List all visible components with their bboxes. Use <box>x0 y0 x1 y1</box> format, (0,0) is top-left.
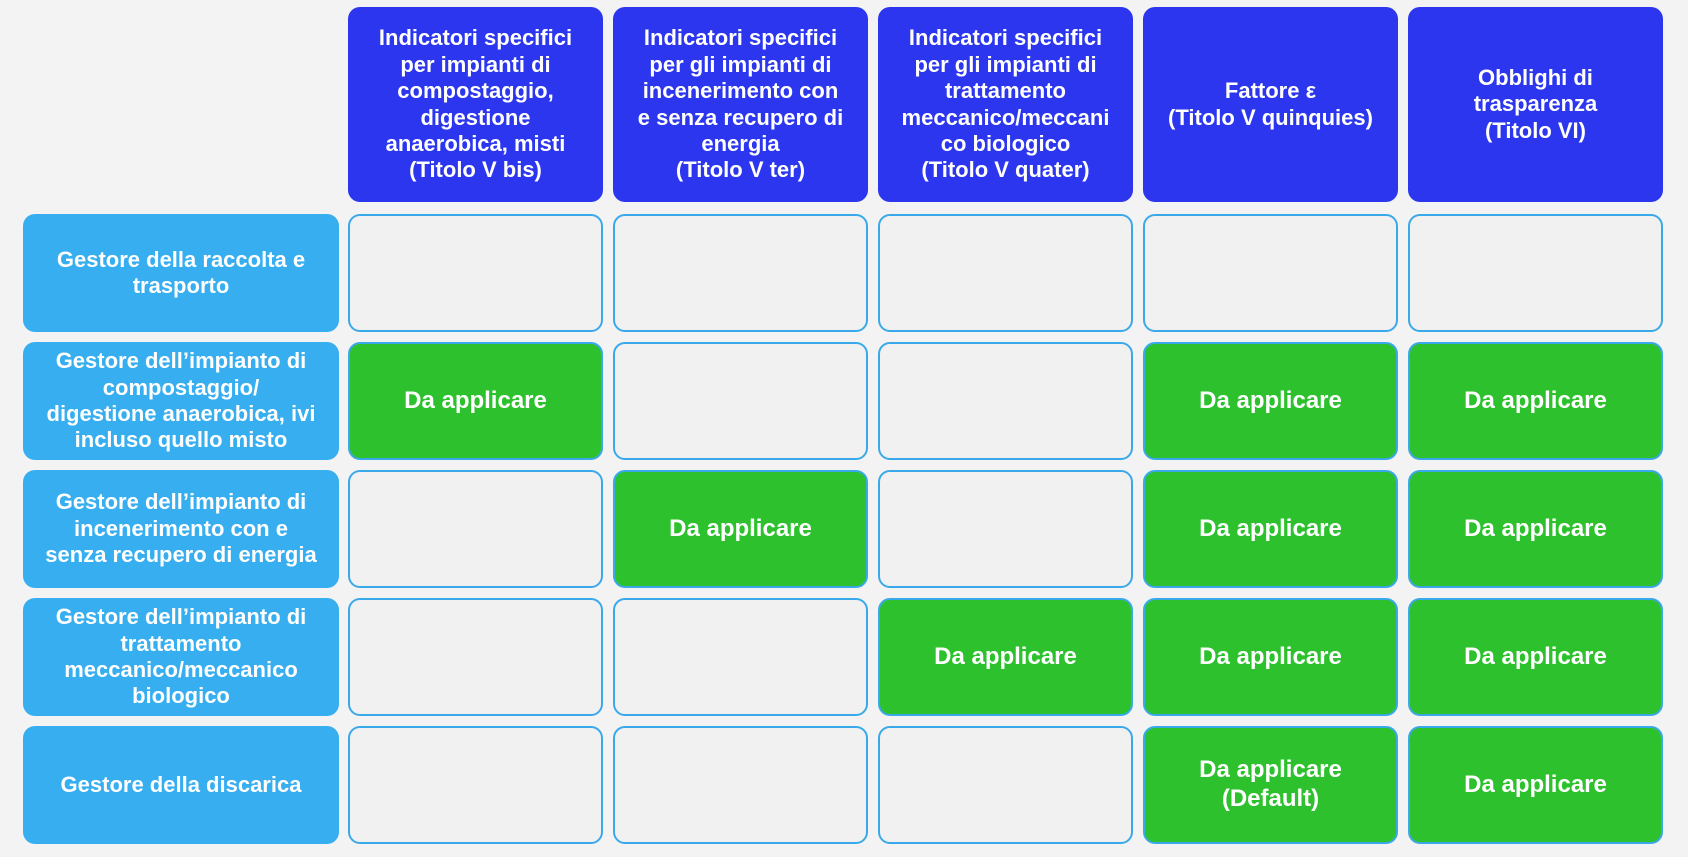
matrix-cell <box>1143 214 1398 332</box>
row-header-trattamento-meccanico: Gestore dell’impianto di trattamento mec… <box>23 598 339 716</box>
matrix-cell <box>1408 214 1663 332</box>
matrix-cell-applicable: Da applicare <box>878 598 1133 716</box>
matrix-cell <box>878 470 1133 588</box>
row-header-raccolta-trasporto: Gestore della raccolta e trasporto <box>23 214 339 332</box>
matrix-cell-applicable: Da applicare <box>1408 470 1663 588</box>
matrix-cell-applicable: Da applicare <box>1143 598 1398 716</box>
matrix-cell-applicable: Da applicare <box>613 470 868 588</box>
row-header-compostaggio: Gestore dell’impianto di compostaggio/ d… <box>23 342 339 460</box>
matrix-cell <box>878 726 1133 844</box>
matrix-cell-applicable: Da applicare <box>1408 598 1663 716</box>
matrix-cell <box>348 470 603 588</box>
row-header-discarica: Gestore della discarica <box>23 726 339 844</box>
matrix-cell-applicable: Da applicare <box>1143 470 1398 588</box>
matrix-cell <box>613 726 868 844</box>
matrix-cell-applicable: Da applicare (Default) <box>1143 726 1398 844</box>
matrix-cell <box>878 342 1133 460</box>
matrix-cell <box>613 598 868 716</box>
column-header-titolo-v-quater: Indicatori specifici per gli impianti di… <box>878 7 1133 202</box>
matrix-cell <box>348 598 603 716</box>
matrix-cell-applicable: Da applicare <box>1143 342 1398 460</box>
matrix-cell <box>613 342 868 460</box>
row-header-incenerimento: Gestore dell’impianto di incenerimento c… <box>23 470 339 588</box>
matrix-cell-applicable: Da applicare <box>1408 342 1663 460</box>
matrix-cell-applicable: Da applicare <box>1408 726 1663 844</box>
column-header-titolo-v-ter: Indicatori specifici per gli impianti di… <box>613 7 868 202</box>
column-header-titolo-v-quinquies: Fattore ε (Titolo V quinquies) <box>1143 7 1398 202</box>
column-header-titolo-v-bis: Indicatori specifici per impianti di com… <box>348 7 603 202</box>
matrix-cell <box>348 726 603 844</box>
matrix-cell-applicable: Da applicare <box>348 342 603 460</box>
matrix-cell <box>613 214 868 332</box>
matrix-cell <box>878 214 1133 332</box>
column-header-titolo-vi: Obblighi di trasparenza (Titolo VI) <box>1408 7 1663 202</box>
matrix-cell <box>348 214 603 332</box>
